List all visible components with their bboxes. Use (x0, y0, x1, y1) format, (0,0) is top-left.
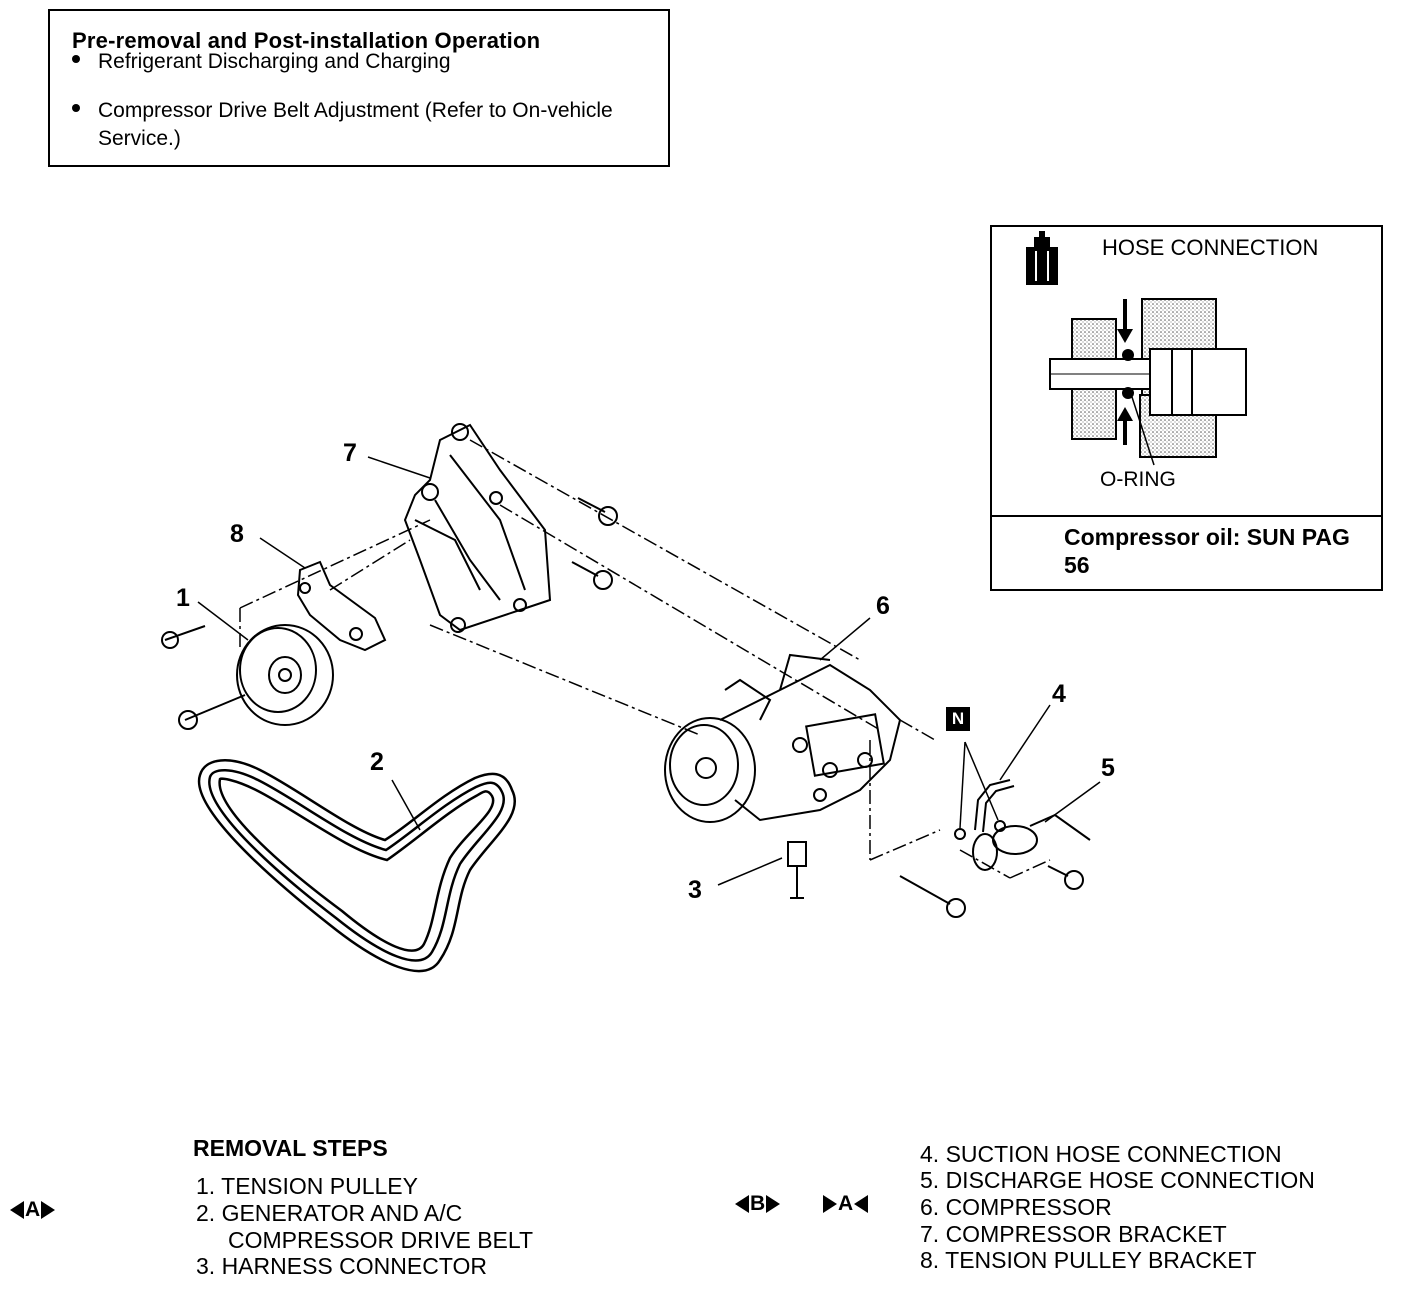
compressor (664, 653, 902, 823)
callout-7: 7 (343, 439, 357, 467)
divider (992, 515, 1381, 517)
oil-can-icon (1026, 231, 1058, 285)
left-triangle-icon (735, 1195, 749, 1214)
removal-step: COMPRESSOR DRIVE BELT (228, 1227, 534, 1253)
removal-step: 8. TENSION PULLEY BRACKET (920, 1247, 1257, 1273)
removal-steps-title: REMOVAL STEPS (193, 1135, 388, 1161)
compressor-bracket (403, 423, 552, 633)
right-triangle-icon (823, 1195, 837, 1214)
callout-3: 3 (688, 876, 702, 904)
service-mark-b: B (735, 1192, 781, 1216)
callout-6: 6 (876, 592, 890, 620)
hose-connection-title: HOSE CONNECTION (1102, 235, 1319, 260)
pre-removal-title: Pre-removal and Post-installation Operat… (72, 28, 541, 53)
removal-step: 2. GENERATOR AND A/C (196, 1200, 463, 1226)
tension-pulley (236, 624, 334, 726)
removal-step: 7. COMPRESSOR BRACKET (920, 1221, 1227, 1247)
bolts (161, 497, 1084, 918)
service-mark-a-right: A (823, 1192, 869, 1216)
right-triangle-icon (41, 1201, 56, 1220)
callout-1: 1 (176, 584, 190, 612)
alignment-lines (239, 439, 1051, 879)
hose-gaskets (954, 779, 1091, 871)
left-triangle-icon (854, 1195, 869, 1214)
removal-step: 4. SUCTION HOSE CONNECTION (920, 1141, 1282, 1167)
harness-connector (787, 841, 807, 899)
tension-pulley-bracket (296, 560, 387, 652)
removal-step: 6. COMPRESSOR (920, 1194, 1112, 1220)
removal-step: 5. DISCHARGE HOSE CONNECTION (920, 1167, 1315, 1193)
pre-removal-item: Refrigerant Discharging and Charging (72, 48, 598, 76)
removal-step: 1. TENSION PULLEY (196, 1173, 418, 1199)
pre-removal-item: Compressor Drive Belt Adjustment (Refer … (72, 97, 618, 153)
leader-lines (197, 456, 1101, 886)
removal-step: 3. HARNESS CONNECTOR (196, 1253, 487, 1279)
callout-5: 5 (1101, 754, 1115, 782)
hose-connection-illustration (1026, 231, 1247, 466)
service-mark-a-left: A (10, 1198, 56, 1222)
callout-4: 4 (1052, 680, 1066, 708)
callout-2: 2 (370, 748, 384, 776)
exploded-view-diagram (161, 423, 1101, 973)
left-triangle-icon (10, 1201, 24, 1220)
o-ring-label: O-RING (1100, 468, 1176, 491)
pre-removal-box: Pre-removal and Post-installation Operat… (48, 9, 670, 167)
right-triangle-icon (766, 1195, 781, 1214)
new-part-marker (946, 707, 970, 731)
bullet-icon (72, 104, 80, 113)
bullet-icon (72, 55, 80, 64)
compressor-oil-label: Compressor oil: SUN PAG 56 (1064, 524, 1350, 578)
hose-connection-box: HOSE CONNECTION (990, 225, 1383, 591)
drive-belt (197, 759, 516, 973)
callout-8: 8 (230, 520, 244, 548)
new-part-marker-label: N (951, 709, 965, 728)
